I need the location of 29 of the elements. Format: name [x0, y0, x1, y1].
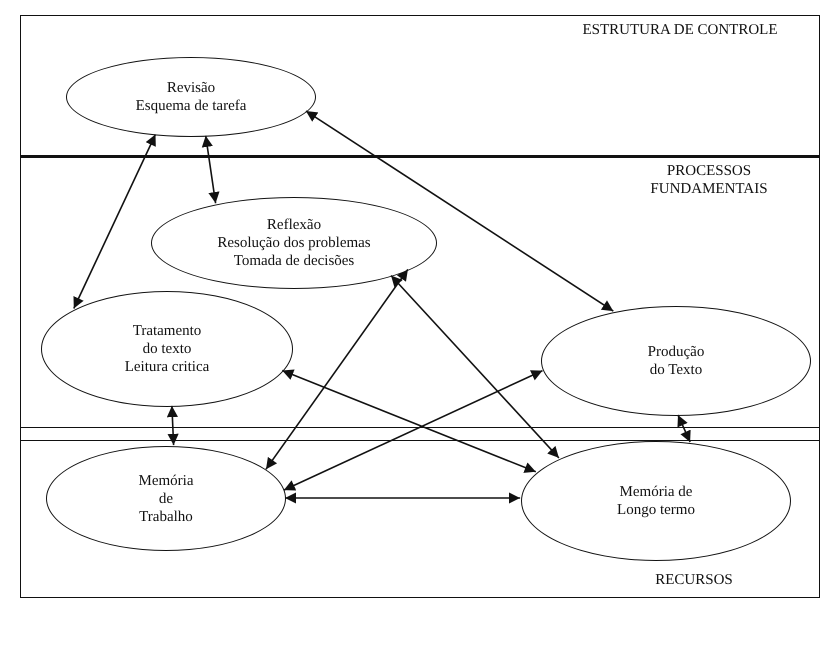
node-text: Memória de Longo termo: [616, 483, 696, 519]
ellipse-node: [541, 306, 811, 416]
band-title: ESTRUTURA DE CONTROLE: [582, 21, 778, 39]
node-text: Reflexão: [266, 216, 322, 234]
double-arrow: [283, 370, 543, 491]
ellipse-node: [46, 446, 286, 551]
node-text: Tomada de decisões: [234, 252, 354, 270]
ellipse-node: [521, 441, 791, 561]
double-arrow: [677, 414, 691, 442]
band-title: PROCESSOS FUNDAMENTAIS: [649, 162, 769, 198]
node-text: Tratamento do texto: [132, 322, 202, 358]
node-text: Resolução dos problemas: [217, 234, 371, 252]
ellipse-node: [41, 291, 293, 407]
double-arrow: [73, 134, 156, 309]
node-text: Produção do Texto: [648, 343, 704, 379]
double-arrow: [305, 110, 614, 312]
double-arrow: [285, 492, 520, 504]
ellipse-node: [151, 197, 437, 289]
node-text: Memória de Trabalho: [138, 472, 194, 526]
node-text: Esquema de tarefa: [136, 97, 246, 115]
double-arrow: [202, 136, 220, 204]
node-text: Revisão: [166, 79, 216, 97]
double-arrow: [390, 274, 560, 458]
band-title: RECURSOS: [654, 571, 734, 589]
ellipse-node: [66, 57, 316, 137]
double-arrow: [166, 406, 179, 446]
node-text: Leitura critica: [124, 358, 210, 376]
double-arrow: [282, 369, 536, 473]
double-arrow: [265, 268, 409, 470]
